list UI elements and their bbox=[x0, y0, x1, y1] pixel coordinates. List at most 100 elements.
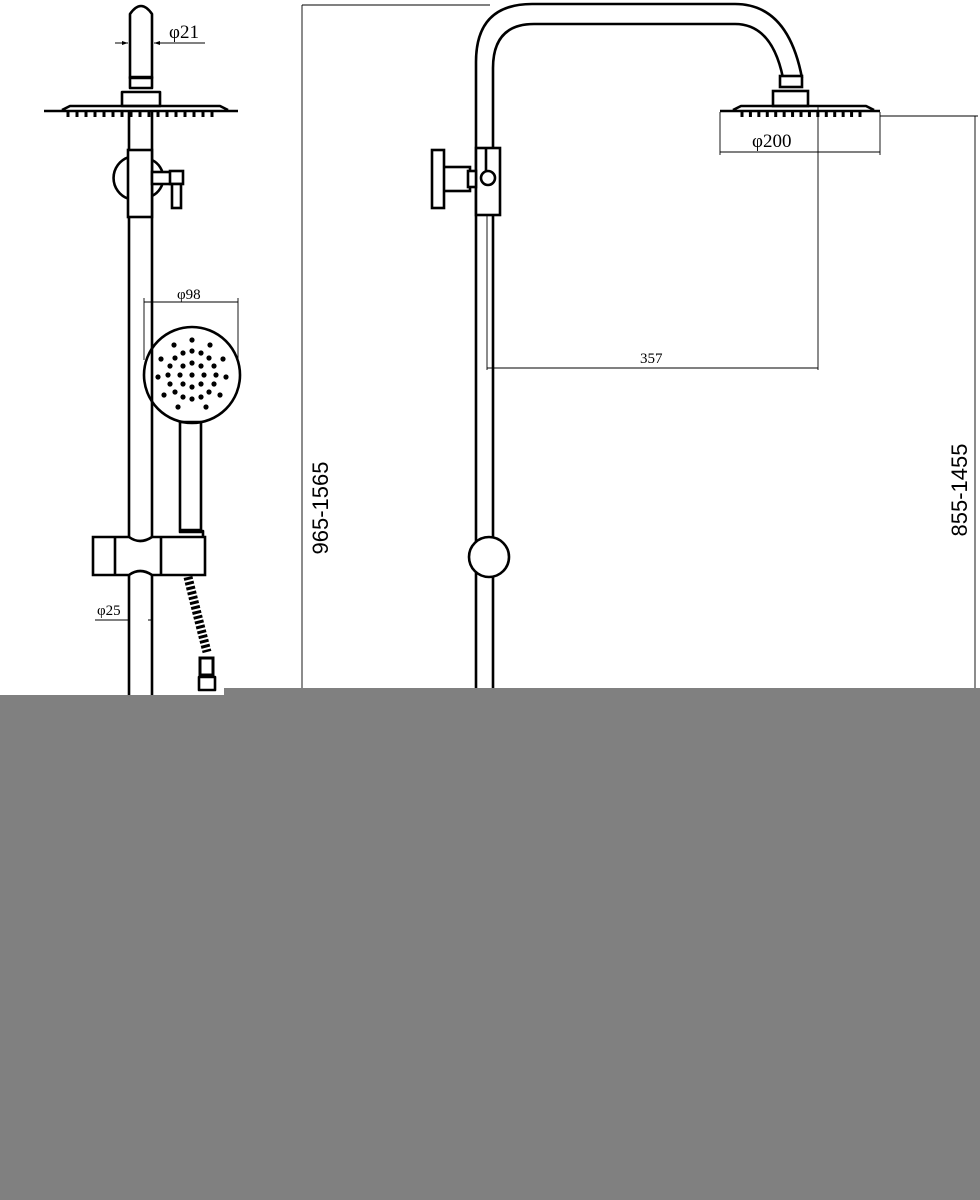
shower-hose bbox=[183, 575, 212, 654]
nozzle bbox=[75, 112, 79, 117]
front-slider-knob bbox=[467, 535, 511, 579]
nozzle bbox=[782, 112, 786, 117]
side-head-base bbox=[120, 90, 162, 108]
handshower-nozzle bbox=[175, 404, 181, 410]
side-shower-arm bbox=[128, 4, 154, 80]
redaction-block-right bbox=[224, 688, 980, 1200]
handshower-nozzle bbox=[167, 363, 173, 369]
front-valve-collar bbox=[466, 169, 478, 189]
handshower-nozzle bbox=[167, 381, 173, 387]
handshower-nozzle bbox=[198, 394, 204, 400]
hose-nut bbox=[197, 675, 217, 692]
riser-outer bbox=[474, 2, 804, 700]
handshower-nozzles bbox=[155, 337, 229, 410]
label-handshower-diameter: φ98 bbox=[177, 287, 201, 303]
slider-bracket bbox=[91, 535, 207, 577]
hose-ferrule bbox=[198, 656, 215, 677]
handshower-nozzle bbox=[189, 384, 195, 390]
handshower-nozzle bbox=[198, 363, 204, 369]
handshower-nozzle bbox=[158, 356, 164, 362]
nozzle bbox=[858, 112, 862, 117]
label-overhead-diameter: φ200 bbox=[752, 131, 791, 152]
nozzle bbox=[833, 112, 837, 117]
handshower-nozzle bbox=[189, 360, 195, 366]
label-arm-reach: 357 bbox=[640, 351, 663, 367]
handshower-nozzle bbox=[189, 348, 195, 354]
nozzle bbox=[84, 112, 88, 117]
handshower-nozzle bbox=[180, 350, 186, 356]
nozzle bbox=[210, 112, 214, 117]
handshower-nozzle bbox=[206, 389, 212, 395]
dim-line-total-height bbox=[301, 4, 490, 700]
nozzle bbox=[183, 112, 187, 117]
nozzle bbox=[774, 112, 778, 117]
side-diverter-backplate bbox=[112, 155, 130, 201]
nozzle bbox=[201, 112, 205, 117]
handshower-handle bbox=[178, 420, 203, 534]
nozzle bbox=[147, 112, 151, 117]
nozzle bbox=[111, 112, 115, 117]
side-arm-collar bbox=[128, 75, 154, 90]
handshower-nozzle bbox=[189, 396, 195, 402]
handshower-nozzle bbox=[172, 355, 178, 361]
handshower-nozzle bbox=[198, 350, 204, 356]
nozzle bbox=[102, 112, 106, 117]
handshower-nozzle bbox=[180, 381, 186, 387]
redaction-block-left bbox=[0, 695, 224, 1200]
handshower-nozzle bbox=[180, 394, 186, 400]
label-head-height: 855-1455 bbox=[947, 444, 972, 537]
front-head-base bbox=[771, 89, 810, 108]
dim-line-arm-reach bbox=[486, 105, 819, 370]
handshower-nozzle bbox=[211, 381, 217, 387]
slider-cradle bbox=[187, 529, 205, 537]
front-head-plate bbox=[720, 104, 880, 113]
riser-inner bbox=[491, 22, 785, 700]
nozzle bbox=[156, 112, 160, 117]
front-valve-handle bbox=[430, 148, 446, 210]
handshower-nozzle bbox=[207, 342, 213, 348]
nozzle bbox=[850, 112, 854, 117]
dim-arrows-arm bbox=[122, 41, 160, 45]
handshower-nozzle bbox=[180, 363, 186, 369]
handshower-nozzle bbox=[161, 392, 167, 398]
nozzle bbox=[120, 112, 124, 117]
label-arm-diameter: φ21 bbox=[169, 22, 199, 43]
nozzle bbox=[174, 112, 178, 117]
handshower-nozzle bbox=[171, 342, 177, 348]
handshower-nozzle bbox=[172, 389, 178, 395]
side-diverter-body bbox=[126, 148, 154, 219]
nozzle bbox=[807, 112, 811, 117]
side-view: φ21 φ98 φ25 bbox=[44, 4, 242, 700]
handshower-nozzle bbox=[220, 356, 226, 362]
side-diverter-lever bbox=[170, 182, 183, 210]
nozzle bbox=[740, 112, 744, 117]
dim-line-overhead bbox=[719, 112, 881, 155]
nozzle bbox=[824, 112, 828, 117]
nozzle bbox=[192, 112, 196, 117]
nozzle bbox=[841, 112, 845, 117]
side-diverter-knuckle bbox=[168, 169, 185, 186]
nozzle bbox=[757, 112, 761, 117]
front-diverter-body bbox=[474, 146, 502, 217]
front-nozzles bbox=[740, 112, 862, 117]
nozzle bbox=[66, 112, 70, 117]
nozzle bbox=[165, 112, 169, 117]
dim-line-handshower bbox=[143, 298, 239, 360]
label-total-height: 965-1565 bbox=[308, 462, 333, 555]
nozzle bbox=[129, 112, 133, 117]
nozzle bbox=[138, 112, 142, 117]
nozzle bbox=[791, 112, 795, 117]
handshower-nozzle bbox=[198, 381, 204, 387]
handshower-nozzle bbox=[203, 404, 209, 410]
front-diverter-pin bbox=[479, 169, 497, 187]
handshower-nozzle bbox=[189, 372, 195, 378]
handshower-nozzle bbox=[165, 372, 171, 378]
side-nozzles bbox=[66, 112, 214, 117]
front-valve-stem bbox=[441, 165, 472, 193]
handshower-nozzle bbox=[201, 372, 207, 378]
nozzle bbox=[93, 112, 97, 117]
handshower-nozzle bbox=[155, 374, 161, 380]
handshower-nozzle bbox=[211, 363, 217, 369]
handshower-nozzle bbox=[213, 372, 219, 378]
